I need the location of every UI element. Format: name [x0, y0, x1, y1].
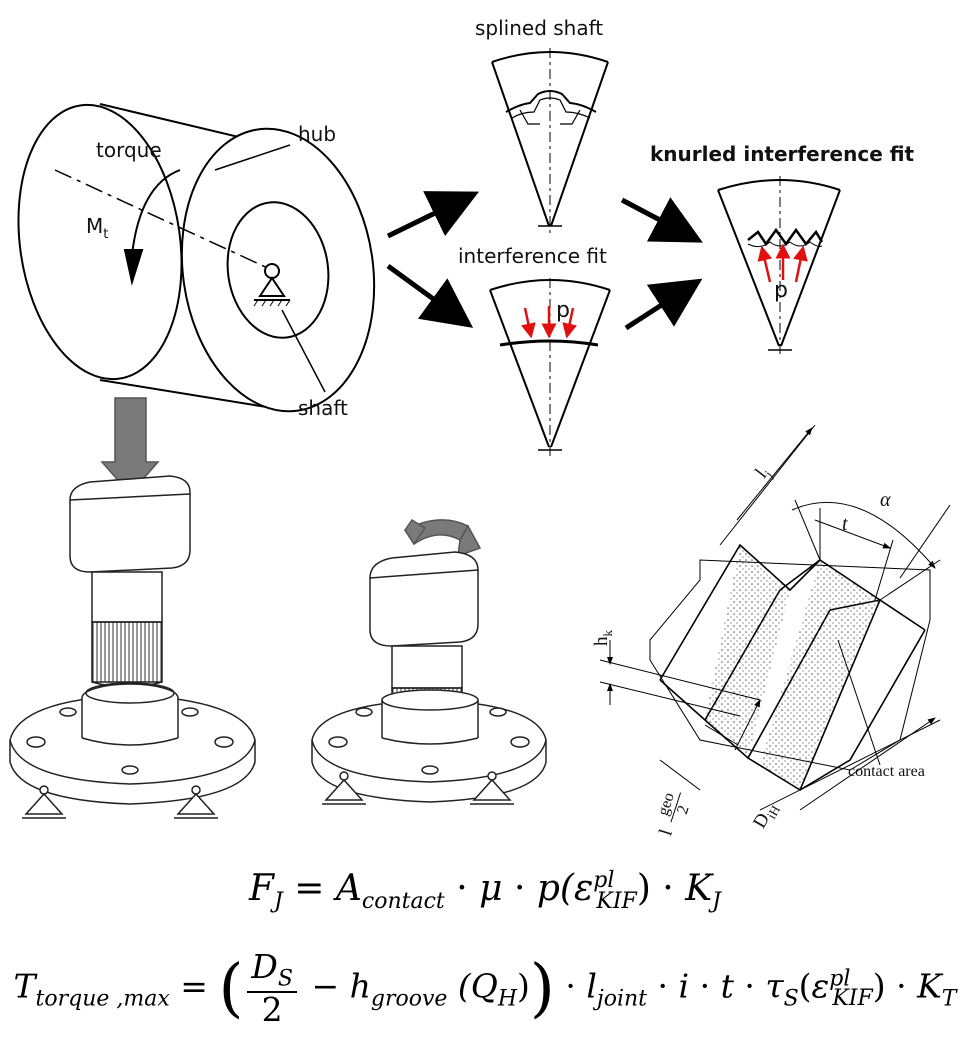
knurled-fit-sector — [717, 176, 841, 356]
equation-joining-force: FJ = Acontact · μ · p(εplKIF) · KJ — [249, 868, 721, 915]
label-interference-fit: interference fit — [458, 244, 607, 268]
label-contact-area: contact area — [848, 763, 925, 780]
label-shaft: shaft — [298, 396, 348, 420]
label-alpha: α — [880, 489, 891, 511]
splined-shaft-sector — [491, 48, 609, 236]
label-mt: Mt — [86, 214, 109, 242]
label-torque: torque — [96, 138, 162, 162]
interference-pressure-arrows — [521, 306, 577, 339]
torque-assembly-middle — [311, 518, 547, 805]
knurl-geometry-detail — [599, 424, 951, 811]
label-hub: hub — [298, 122, 337, 146]
interference-fit-sector — [489, 278, 611, 456]
label-t: t — [842, 513, 848, 535]
knurled-pressure-arrows — [757, 243, 808, 283]
hub-cylinder — [17, 103, 376, 413]
label-knurled-interference-fit: knurled interference fit — [650, 142, 915, 166]
label-hk: hk — [591, 630, 615, 646]
press-assembly-left — [9, 397, 256, 819]
label-splined-shaft: splined shaft — [475, 16, 604, 40]
flow-arrows — [386, 191, 703, 331]
label-pressure-p-interference: p — [556, 298, 570, 323]
label-pressure-p-knurled: p — [774, 278, 788, 303]
